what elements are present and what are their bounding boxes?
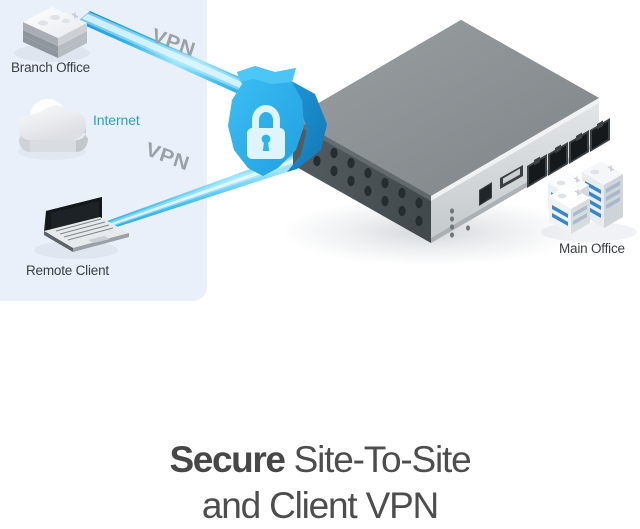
router-status-leds — [450, 208, 470, 238]
label-main-office: Main Office — [559, 241, 625, 256]
page-title-rest: Site-To-Site — [284, 439, 472, 480]
label-internet: Internet — [93, 112, 140, 128]
building-back-right — [582, 161, 623, 228]
label-branch-office: Branch Office — [11, 60, 90, 75]
router-vent-holes — [313, 137, 423, 227]
lock-icon — [247, 105, 285, 159]
router-lan-ports — [527, 118, 610, 188]
office-buildings-icon — [541, 161, 637, 242]
page-title-bold: Secure — [169, 439, 286, 480]
router-console-port — [479, 182, 492, 206]
router-usb-port — [500, 165, 523, 189]
router-shadow — [280, 198, 580, 266]
label-remote-client: Remote Client — [26, 263, 109, 278]
shield-lock-icon — [228, 66, 327, 176]
building-back-left — [548, 172, 589, 222]
router-icon — [293, 20, 610, 243]
page-title: Secure Site-To-Site and Client VPN — [0, 437, 640, 529]
lock-keyhole — [261, 134, 271, 151]
building-front-left — [549, 185, 590, 234]
page-title-line2: and Client VPN — [201, 485, 439, 526]
